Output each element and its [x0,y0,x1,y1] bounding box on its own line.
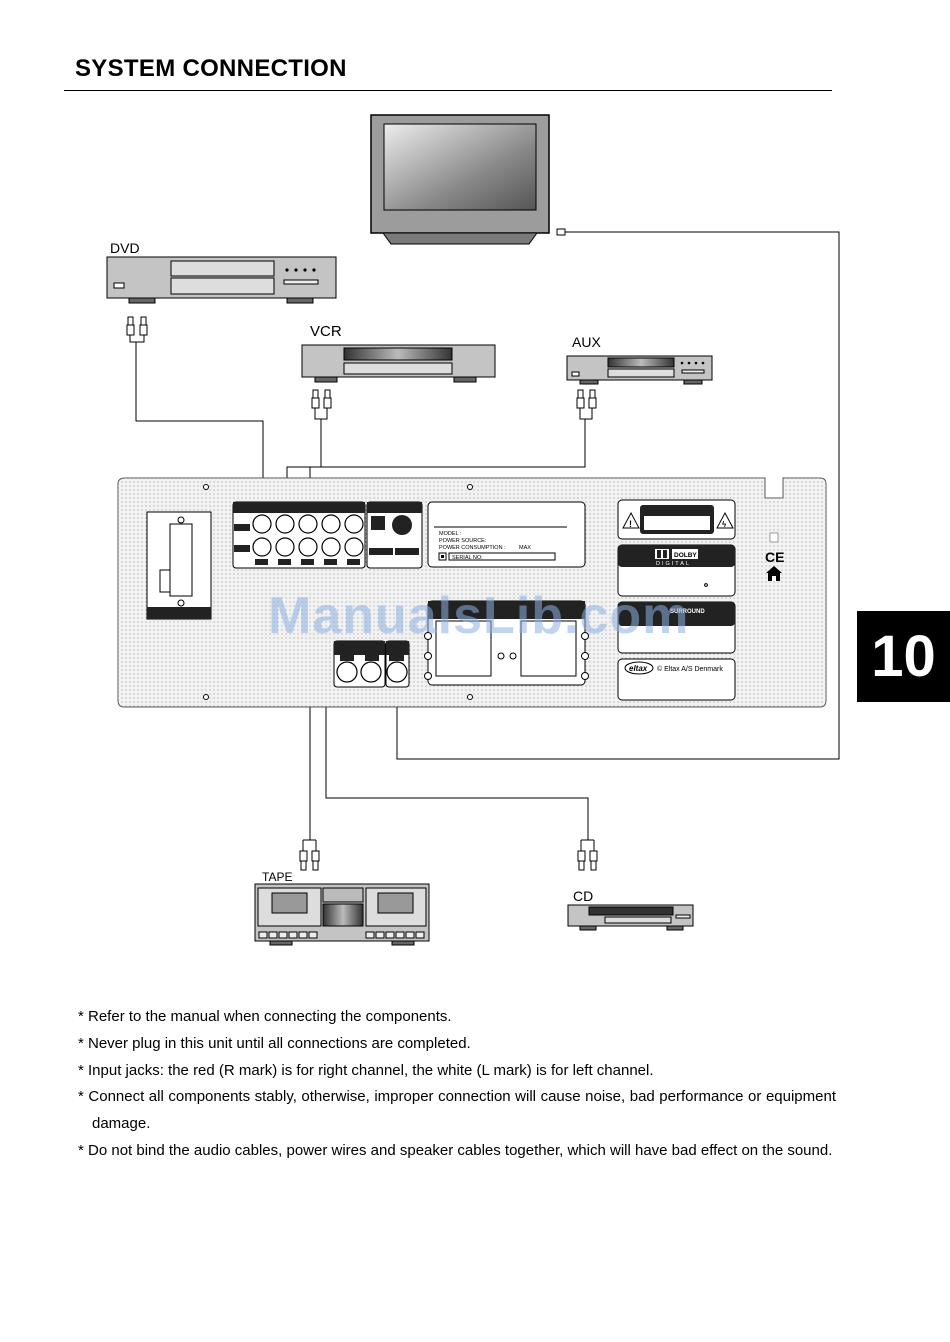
eltax-logo: eltax [629,664,648,673]
notes-list: * Refer to the manual when connecting th… [78,1004,836,1165]
model-label: MODEL : [439,531,462,537]
vcr-label: VCR [310,323,342,340]
page-title: SYSTEM CONNECTION [75,55,347,82]
title-rule [64,90,832,91]
note-item: * Never plug in this unit until all conn… [78,1034,471,1052]
eltax-copyright: © Eltax A/S Denmark [657,665,723,673]
home-use-icon [766,566,782,581]
fuse-icon [769,532,779,543]
output-jacks-icon [333,640,410,688]
lightning-icon: ϟ [722,520,727,529]
aux-label: AUX [572,334,601,350]
surround-label: SURROUND [617,601,736,654]
note-item: * Connect all components stably, otherwi… [78,1088,836,1133]
dolby-text: DOLBY [674,552,697,559]
ce-mark: CE [765,549,784,565]
speaker-terminals-icon [424,600,589,686]
power-socket-icon [146,511,212,620]
watermark: ManualsLib.com [268,587,690,645]
power-consumption-label: POWER CONSUMPTION : [439,545,506,551]
section-number-tab: 10 [857,611,950,702]
warning-label: ! ϟ [617,499,736,540]
max-label: MAX [519,545,531,551]
rca-plug-icon [576,389,597,409]
aux-device-icon [566,355,713,385]
dvd-player-icon [106,256,337,304]
rca-plug-icon [311,389,332,409]
vcr-icon [301,344,496,383]
power-source-label: POWER SOURCE: [439,538,487,544]
digital-input-icon [366,501,423,569]
tape-deck-icon [254,883,430,946]
rca-plug-icon [126,316,148,336]
cd-label: CD [573,888,593,904]
note-item: * Input jacks: the red (R mark) is for r… [78,1061,654,1079]
connection-cables [129,231,840,851]
cd-player-icon [567,904,694,931]
tape-label: TAPE [262,870,292,884]
rating-label: MODEL : POWER SOURCE: POWER CONSUMPTION … [427,501,586,568]
serial-label: SERIAL NO: [452,555,483,561]
rca-plug-icon [577,850,598,871]
surround-text: SURROUND [670,609,705,615]
digital-text: DIGITAL [656,561,691,567]
rca-plug-icon [299,850,320,871]
input-jacks-icon [232,501,366,569]
dvd-label: DVD [110,240,140,256]
rear-panel: MODEL : POWER SOURCE: POWER CONSUMPTION … [117,477,827,708]
warning-icon: ! [629,519,632,529]
note-item: * Do not bind the audio cables, power wi… [78,1141,833,1159]
eltax-label: eltax © Eltax A/S Denmark [617,658,736,701]
tv-icon [370,114,571,245]
note-item: * Refer to the manual when connecting th… [78,1008,452,1025]
dolby-digital-label: DOLBY DIGITAL [617,544,736,597]
